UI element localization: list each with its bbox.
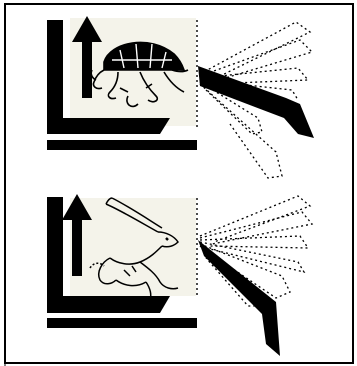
panel-slow	[47, 16, 314, 178]
motion-lines-icon	[200, 196, 312, 306]
panel-fast-tint	[70, 198, 196, 296]
lever-arm-icon	[198, 240, 280, 356]
panel-fast	[47, 194, 312, 356]
